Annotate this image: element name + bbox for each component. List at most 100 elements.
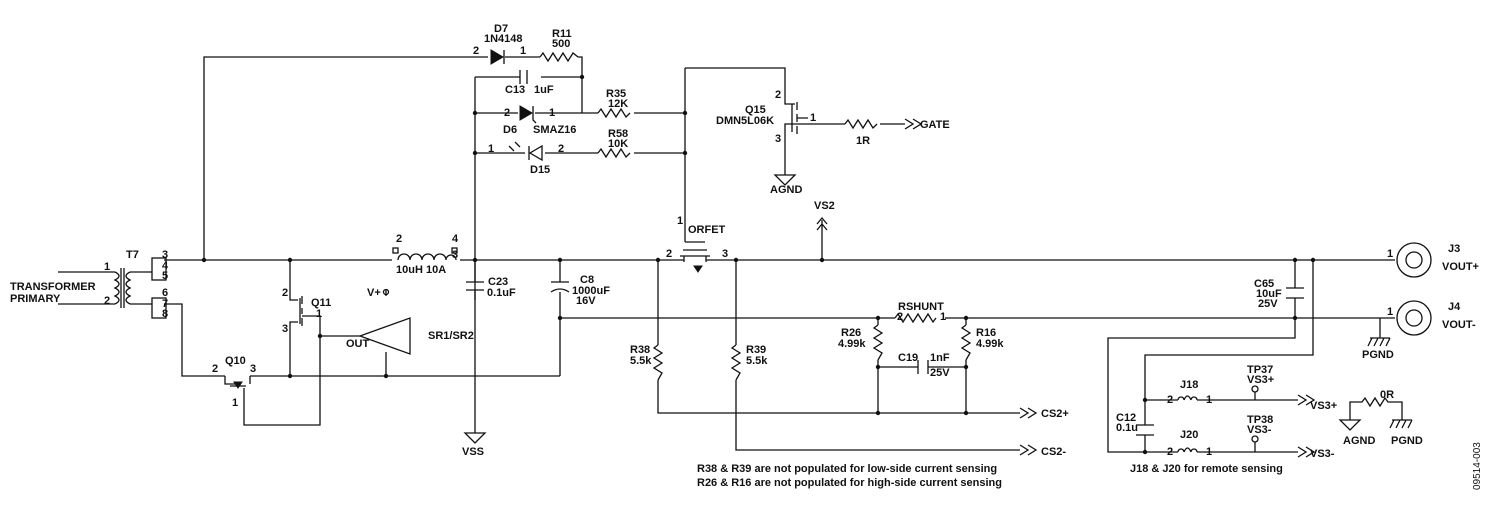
q11-pin1: 1 xyxy=(316,308,322,320)
r11-value: 500 xyxy=(552,38,570,50)
diode-d7 xyxy=(490,49,505,65)
c13-label: C13 xyxy=(505,84,525,96)
agnd-br-label: AGND xyxy=(1343,435,1375,447)
c19-label: C19 xyxy=(898,352,918,364)
q10-pin2: 2 xyxy=(212,363,218,375)
driver-buffer xyxy=(358,288,411,355)
orfet-pin1: 1 xyxy=(677,215,683,227)
c12-label: C12 xyxy=(1116,412,1136,424)
r0-label: 0R xyxy=(1380,389,1394,401)
r16-label: R16 xyxy=(976,327,996,339)
test-points-jumpers xyxy=(1177,385,1259,453)
d15-label: D15 xyxy=(530,164,550,176)
tp37-net: VS3+ xyxy=(1247,374,1274,386)
mosfet-q15 xyxy=(784,95,808,134)
output-jacks xyxy=(1396,242,1432,336)
r26-value: 4.99k xyxy=(838,338,866,350)
sr-label: SR1/SR2 xyxy=(428,330,474,342)
j3-label: J3 xyxy=(1448,243,1460,255)
orfet-pin2: 2 xyxy=(666,248,672,260)
rshunt-pin2: 2 xyxy=(897,311,903,323)
cs2-minus-label: CS2- xyxy=(1041,446,1066,458)
tp37-label: TP37 xyxy=(1247,364,1273,376)
t7-pin6: 6 xyxy=(162,287,168,299)
note-remote-sensing: J18 & J20 for remote sensing xyxy=(1130,463,1283,475)
junction-dots xyxy=(201,74,1316,455)
t7-pin3: 3 xyxy=(162,249,168,261)
inductor-value: 10uH 10A xyxy=(396,264,446,276)
q15-pin3: 3 xyxy=(775,133,781,145)
c8-voltage: 16V xyxy=(576,295,596,307)
t7-label: T7 xyxy=(126,249,139,261)
vss-label: VSS xyxy=(462,446,484,458)
c8-value: 1000uF xyxy=(572,285,610,297)
t7-pin5: 5 xyxy=(162,270,168,282)
r39-label: R39 xyxy=(746,344,766,356)
ground-symbols xyxy=(463,174,1413,444)
t7-pin7: 7 xyxy=(162,298,168,310)
c65-voltage: 25V xyxy=(1258,298,1278,310)
r26-label: R26 xyxy=(841,327,861,339)
c23-label: C23 xyxy=(488,276,508,288)
pgnd-br-label: PGND xyxy=(1391,435,1423,447)
d6-pin2: 2 xyxy=(504,107,510,119)
d6-label: D6 xyxy=(503,124,517,136)
q15-pin1: 1 xyxy=(810,112,816,124)
r58-label: R58 xyxy=(608,128,628,140)
diode-d6 xyxy=(519,105,537,124)
j4-net: VOUT- xyxy=(1442,319,1476,331)
q15-part: DMN5L06K xyxy=(716,115,774,127)
vs3-plus-label: VS3+ xyxy=(1310,400,1337,412)
r58-value: 10K xyxy=(608,138,628,150)
r16-value: 4.99k xyxy=(976,338,1004,350)
r39-value: 5.5k xyxy=(746,355,768,367)
d7-part: 1N4148 xyxy=(484,33,523,45)
tp38-label: TP38 xyxy=(1247,414,1273,426)
pgnd-label: PGND xyxy=(1362,349,1394,361)
j3-net: VOUT+ xyxy=(1442,261,1479,273)
j4-pin: 1 xyxy=(1387,306,1393,318)
d6-part: SMAZ16 xyxy=(533,124,576,136)
j20-pin2: 2 xyxy=(1167,446,1173,458)
mosfet-orfet xyxy=(672,241,710,273)
mosfet-q10 xyxy=(224,376,251,400)
agnd-top-label: AGND xyxy=(770,184,802,196)
rshunt-pin1: 1 xyxy=(940,311,946,323)
j4-label: J4 xyxy=(1448,301,1461,313)
resistors xyxy=(539,51,1403,420)
note-high-side: R26 & R16 are not populated for high-sid… xyxy=(697,477,1002,489)
inductor-pin2: 2 xyxy=(396,233,402,245)
j3-pin: 1 xyxy=(1387,248,1393,260)
j20-label: J20 xyxy=(1180,429,1198,441)
c13-value: 1uF xyxy=(534,84,554,96)
c8-label: C8 xyxy=(580,274,594,286)
inductor-pin4: 4 xyxy=(452,233,459,245)
capacitors xyxy=(466,70,1304,436)
orfet-label: ORFET xyxy=(688,224,726,236)
c19-voltage: 25V xyxy=(930,367,950,379)
c65-label: C65 xyxy=(1254,278,1274,290)
c65-value: 10uF xyxy=(1256,288,1282,300)
j18-label: J18 xyxy=(1180,379,1198,391)
d15-pin1: 1 xyxy=(488,143,494,155)
d15-pin2: 2 xyxy=(558,143,564,155)
q15-label: Q15 xyxy=(745,104,766,116)
c23-value: 0.1uF xyxy=(487,287,516,299)
j20-pin1: 1 xyxy=(1206,446,1212,458)
tp38-net: VS3- xyxy=(1247,424,1272,436)
j18-pin1: 1 xyxy=(1206,394,1212,406)
vs2-label: VS2 xyxy=(814,200,835,212)
figure-id: 09514-003 xyxy=(1472,442,1483,490)
c12-value: 0.1u xyxy=(1116,422,1138,434)
d7-pin1: 1 xyxy=(520,45,526,57)
wiring xyxy=(164,56,1395,453)
q15-pin2: 2 xyxy=(775,89,781,101)
inductor-pin3: 3 xyxy=(452,249,458,261)
q10-pin3: 3 xyxy=(250,363,256,375)
t7-pin4: 4 xyxy=(162,260,169,272)
led-d15 xyxy=(508,141,543,162)
t7-pin1: 1 xyxy=(104,261,110,273)
transformer-label-2: PRIMARY xyxy=(10,293,61,305)
vs3-minus-label: VS3- xyxy=(1310,448,1335,460)
out-label: OUT xyxy=(346,338,370,350)
